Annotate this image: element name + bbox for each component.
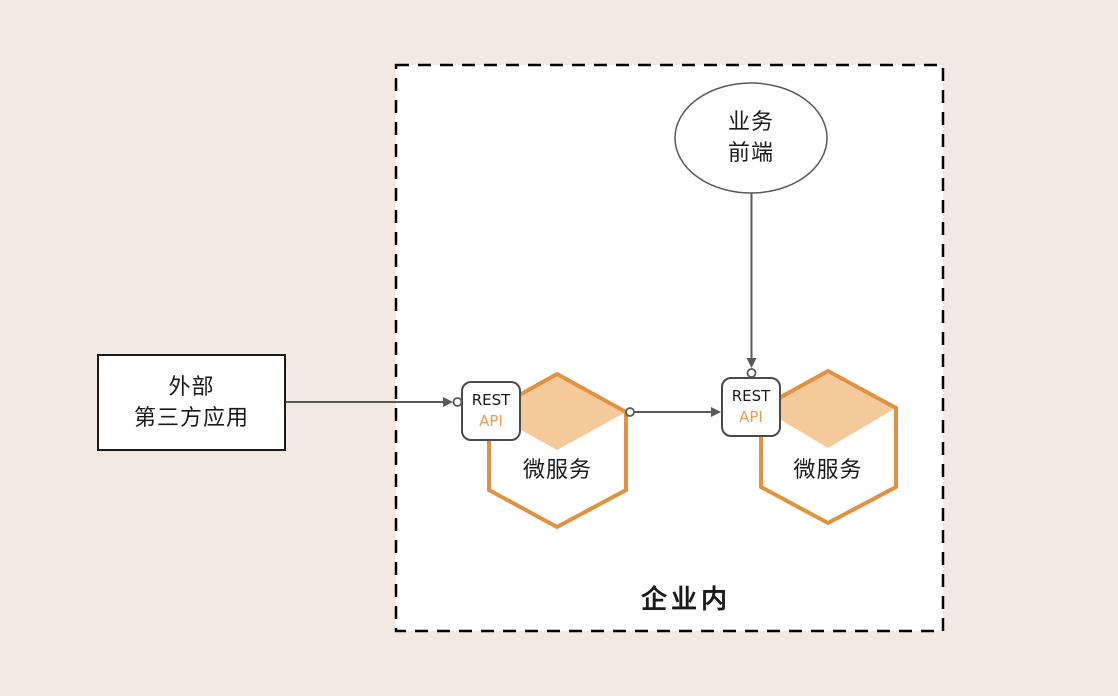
enterprise-boundary-box [394,63,945,633]
edge-frontend-to-ms2 [746,193,757,368]
interface-circle-ms1 [452,397,463,407]
ms1-api-text: API [479,412,503,430]
interface-circle-ms1-out [625,407,635,417]
arrowhead-icon [746,358,757,368]
microservice-1-api-box [461,381,521,441]
microservice-1-api-label: REST API [462,382,520,440]
external-app-label: 外部 第三方应用 [98,355,285,450]
edge-ms1-to-ms2 [634,407,721,417]
microservice-1-label: 微服务 [522,457,592,483]
business-frontend-line2: 前端 [727,141,774,166]
microservice-2-api-label: REST API [722,378,780,436]
ms1-rest-text: REST [471,391,511,409]
arrowhead-icon [443,397,453,407]
business-frontend-ellipse [674,82,828,194]
enterprise-boundary-label: 企业内 [640,584,731,615]
business-frontend-label: 业务 前端 [675,84,827,192]
microservice-2-api-box [721,377,781,437]
external-app-line2: 第三方应用 [133,405,249,431]
interface-circle-ms2 [746,368,757,378]
edge-external-to-ms1 [285,397,453,407]
microservice-2-label: 微服务 [793,457,863,483]
ms2-api-text: API [739,408,763,426]
business-frontend-line1: 业务 [727,110,774,135]
external-app-line1: 外部 [168,374,215,400]
ms2-rest-text: REST [731,387,771,405]
microservice-2-hexagon [759,368,898,526]
arrowhead-icon [711,407,721,417]
external-app-box [97,354,286,451]
